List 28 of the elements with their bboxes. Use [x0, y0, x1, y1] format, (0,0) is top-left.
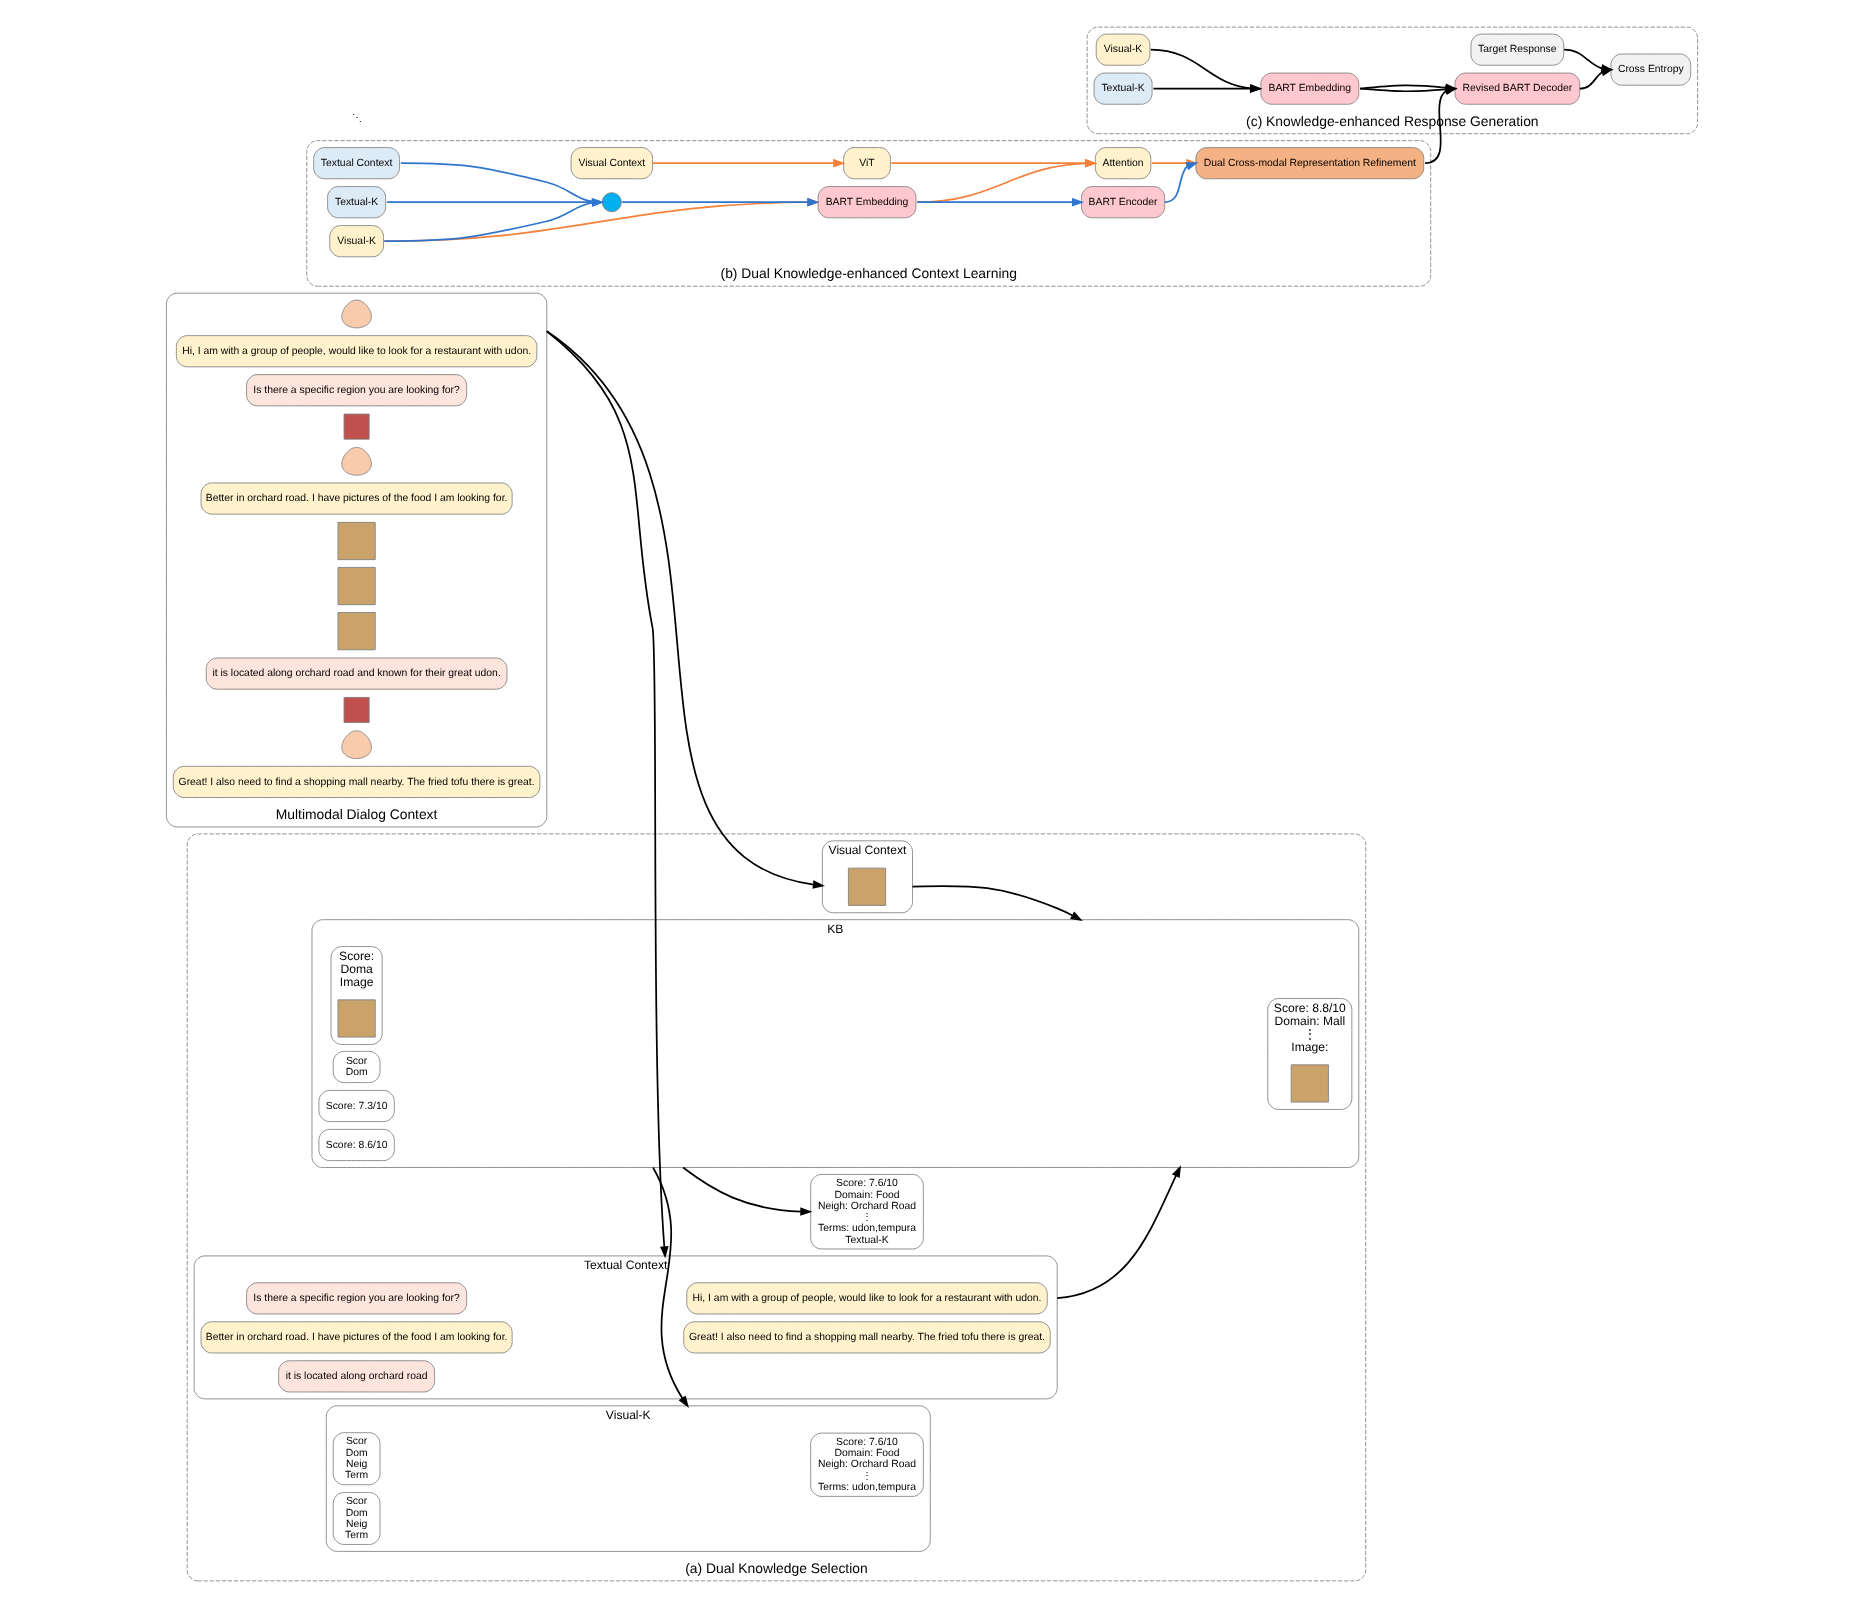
node-box	[337, 612, 376, 651]
arrow	[621, 197, 820, 207]
arrow	[1056, 1165, 1182, 1299]
arrow	[890, 158, 1098, 168]
connector	[399, 162, 603, 204]
arrow	[545, 330, 825, 889]
node-box	[337, 567, 376, 606]
node-robot	[343, 413, 370, 440]
node-person	[341, 299, 372, 329]
node-robot	[343, 696, 370, 723]
arrow	[682, 1166, 813, 1216]
node-person	[341, 446, 372, 476]
node-box	[337, 999, 376, 1038]
arrow	[652, 1166, 689, 1408]
node-circle	[601, 192, 622, 213]
arrow	[916, 159, 1098, 204]
arrow	[1149, 48, 1263, 93]
arrow	[911, 885, 1083, 921]
arrow	[1163, 162, 1199, 204]
node-box	[337, 521, 376, 561]
node-box	[1290, 1064, 1329, 1103]
arrow	[545, 330, 669, 1259]
arrow	[651, 158, 846, 168]
arrow	[1563, 48, 1614, 73]
node-box	[847, 867, 887, 906]
node-person	[341, 730, 372, 759]
arrow	[1152, 84, 1263, 93]
arrow	[916, 197, 1085, 207]
